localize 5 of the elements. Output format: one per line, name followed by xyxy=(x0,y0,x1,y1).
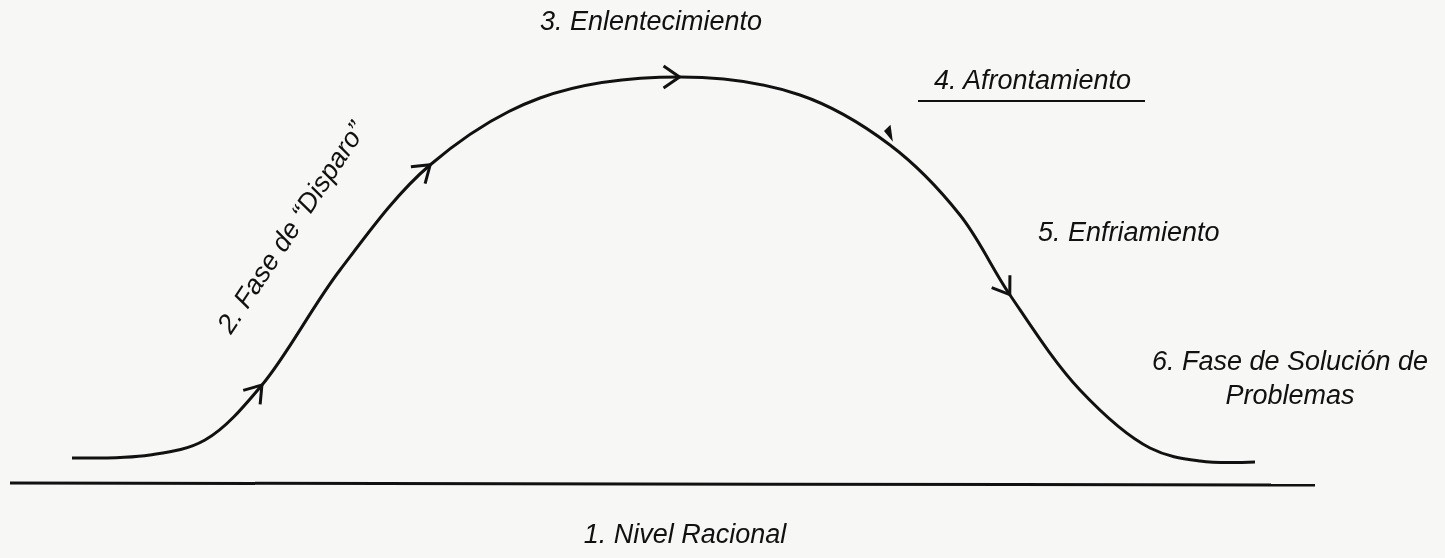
phase-label: 3. Enlentecimiento xyxy=(540,5,763,38)
phase-label: 5. Enfriamiento xyxy=(1038,216,1220,249)
level-label: 1. Nivel Racional xyxy=(583,518,787,552)
phase-label: 6. Fase de Solución de Problemas xyxy=(1150,345,1430,412)
phase-label: 4. Afrontamiento xyxy=(918,64,1146,102)
